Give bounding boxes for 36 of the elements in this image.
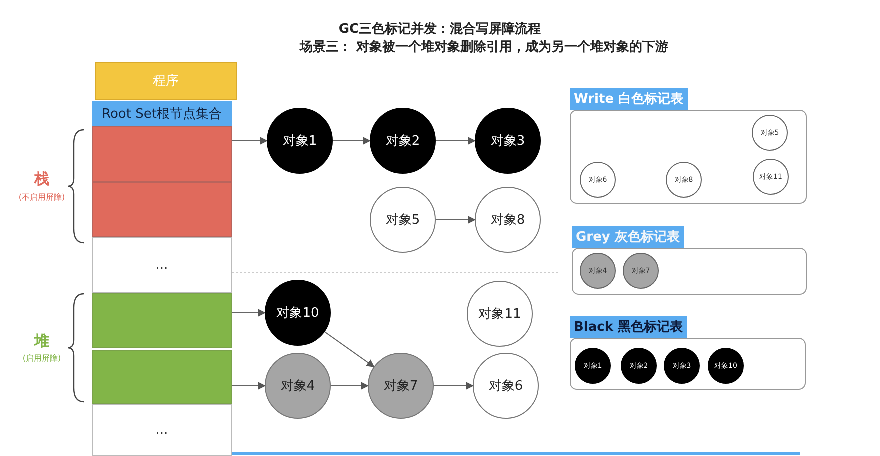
object-circle: 对象11 [467, 281, 533, 347]
subtitle: 场景三： 对象被一个堆对象删除引用，成为另一个堆对象的下游 [300, 39, 669, 56]
arrow [330, 382, 369, 390]
arrow [232, 382, 266, 390]
root-set-box: Root Set根节点集合 [92, 101, 232, 126]
object-circle: 对象1 [267, 108, 333, 174]
program-box: 程序 [95, 62, 237, 100]
object-circle: 对象6 [473, 353, 539, 419]
region-note: (启用屏障) [22, 353, 62, 364]
arrow [324, 332, 375, 368]
object-circle: 对象10 [265, 280, 331, 346]
object-circle: 对象3 [475, 108, 541, 174]
stack-slot [92, 126, 232, 182]
title: GC三色标记并发：混合写屏障流程 [338, 20, 542, 38]
stack-slot [92, 182, 232, 237]
object-circle: 对象8 [475, 187, 541, 253]
table-heading: Grey 灰色标记表 [572, 226, 684, 248]
object-circle: 对象5 [370, 187, 436, 253]
memory-slot: ... [92, 237, 232, 293]
table-heading: Write 白色标记表 [570, 88, 688, 110]
arrow [436, 137, 476, 145]
table-heading: Black 黑色标记表 [570, 316, 688, 338]
object-circle: 对象4 [265, 353, 331, 419]
arrow [232, 309, 266, 317]
region-label: 堆 [33, 332, 50, 351]
arrow [232, 137, 268, 145]
memory-slot: ... [92, 404, 232, 456]
arrow [332, 137, 371, 145]
region-note: (不启用屏障) [18, 192, 66, 203]
heap-slot [92, 293, 232, 348]
heap-slot [92, 350, 232, 404]
arrow [436, 216, 476, 224]
object-circle: 对象2 [370, 108, 436, 174]
arrow [434, 382, 474, 390]
region-label: 栈 [33, 170, 50, 189]
object-circle: 对象7 [368, 353, 434, 419]
